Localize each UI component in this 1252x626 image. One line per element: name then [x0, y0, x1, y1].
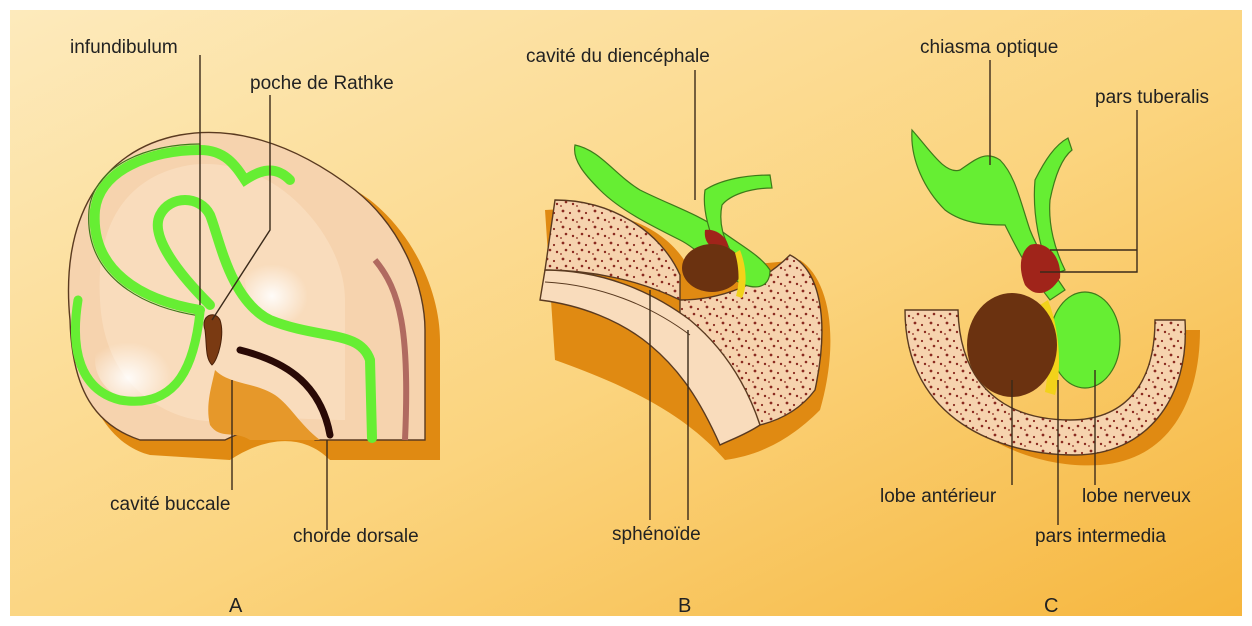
label-lobe-anterieur: lobe antérieur [880, 486, 997, 507]
label-lobe-nerveux: lobe nerveux [1082, 486, 1191, 507]
label-cavite-buccale: cavité buccale [110, 494, 230, 515]
label-cavite-diencephale: cavité du diencéphale [526, 46, 710, 67]
lobe-nerveux-shape [1050, 292, 1120, 388]
label-chiasma-optique: chiasma optique [920, 37, 1058, 58]
label-poche-rathke: poche de Rathke [250, 73, 394, 94]
panel-letter-b: B [678, 595, 691, 617]
label-infundibulum: infundibulum [70, 37, 178, 58]
anterior-lobe-b [682, 244, 742, 292]
panel-letter-a: A [229, 595, 243, 617]
label-chorde-dorsale: chorde dorsale [293, 526, 419, 547]
label-sphenoide: sphénoïde [612, 524, 701, 545]
label-pars-tuberalis: pars tuberalis [1095, 87, 1209, 108]
panel-letter-c: C [1044, 595, 1058, 617]
label-pars-intermedia: pars intermedia [1035, 526, 1166, 547]
